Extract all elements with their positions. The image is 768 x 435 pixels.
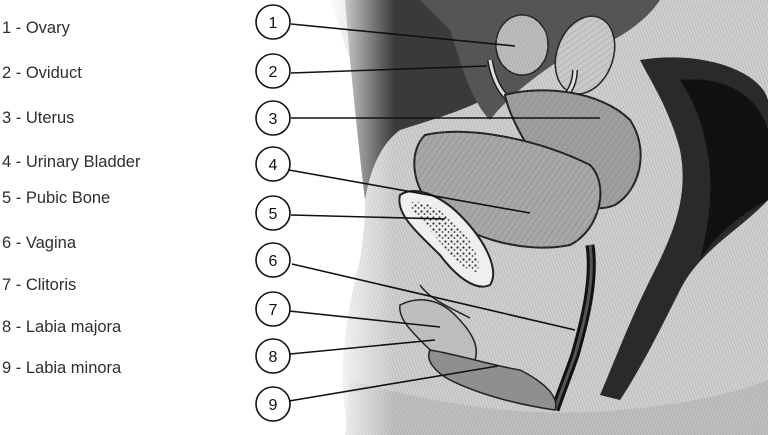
legend-item-clitoris: 7 - Clitoris (2, 276, 76, 295)
callout-number-8: 8 (269, 349, 278, 366)
legend-item-vagina: 6 - Vagina (2, 234, 76, 253)
legend-item-uterus: 3 - Uterus (2, 109, 74, 128)
callout-number-6: 6 (269, 253, 278, 270)
callout-number-1: 1 (269, 15, 278, 32)
legend: 1 - Ovary 2 - Oviduct 3 - Uterus 4 - Uri… (0, 0, 240, 435)
legend-item-pubic-bone: 5 - Pubic Bone (2, 189, 110, 208)
callout-number-2: 2 (269, 64, 278, 81)
callout-number-7: 7 (269, 302, 278, 319)
legend-item-urinary-bladder: 4 - Urinary Bladder (2, 153, 140, 172)
legend-item-labia-minora: 9 - Labia minora (2, 359, 121, 378)
legend-item-labia-majora: 8 - Labia majora (2, 318, 121, 337)
callout-number-4: 4 (269, 157, 278, 174)
legend-item-oviduct: 2 - Oviduct (2, 64, 82, 83)
callout-number-3: 3 (269, 111, 278, 128)
legend-item-ovary: 1 - Ovary (2, 19, 70, 38)
callout-number-5: 5 (269, 206, 278, 223)
callout-numbers: 1 2 3 4 5 6 7 8 9 (269, 15, 278, 414)
callout-number-9: 9 (269, 397, 278, 414)
